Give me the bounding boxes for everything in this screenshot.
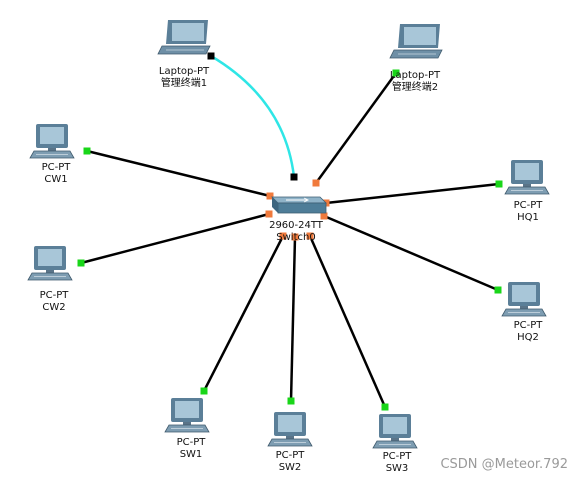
- device-name-label: CW2: [42, 302, 65, 313]
- pc-icon[interactable]: [504, 160, 550, 195]
- port-indicator-switch0-sw1: [279, 232, 287, 240]
- device-name-label: SW3: [386, 463, 409, 474]
- port-indicator-cw1: [83, 147, 91, 155]
- device-model-label: PC-PT: [276, 450, 306, 461]
- pc-icon[interactable]: [27, 246, 73, 281]
- link-laptop2-switch0[interactable]: [314, 72, 398, 184]
- links-layer: [80, 54, 500, 408]
- device-model-label: PC-PT: [514, 320, 544, 331]
- port-indicator-switch0-sw3: [306, 232, 314, 240]
- pc-icon[interactable]: [267, 412, 313, 447]
- device-model-label: Laptop-PT: [159, 66, 210, 77]
- device-name-label: SW1: [180, 449, 203, 460]
- port-indicator-switch0-laptop1: [290, 173, 298, 181]
- port-indicator-hq1: [495, 180, 503, 188]
- device-model-label: 2960-24TT: [269, 220, 324, 231]
- link-sw1-switch0[interactable]: [202, 235, 285, 392]
- link-sw2-switch0[interactable]: [289, 236, 297, 402]
- port-indicator-hq2: [494, 286, 502, 294]
- pc-icon[interactable]: [372, 414, 418, 449]
- device-model-label: PC-PT: [383, 451, 413, 462]
- port-indicator-laptop2: [392, 69, 400, 77]
- port-indicator-sw1: [200, 387, 208, 395]
- device-name-label: 管理终端2: [392, 80, 438, 93]
- watermark: CSDN @Meteor.792: [440, 457, 568, 472]
- link-hq2-switch0[interactable]: [323, 214, 499, 292]
- port-indicator-switch0-hq2: [320, 212, 328, 220]
- device-model-label: Laptop-PT: [390, 70, 441, 81]
- link-hq1-switch0[interactable]: [325, 182, 500, 205]
- device-model-label: PC-PT: [42, 162, 72, 173]
- device-name-label: SW2: [279, 462, 302, 473]
- port-indicator-switch0-cw2: [265, 210, 273, 218]
- pc-icon[interactable]: [164, 398, 210, 433]
- ports-layer: [77, 52, 503, 411]
- port-indicator-sw2: [287, 397, 295, 405]
- device-name-label: HQ2: [517, 332, 539, 343]
- devices-layer: Laptop-PT管理终端1Laptop-PT管理终端2PC-PTCW1PC-P…: [27, 20, 550, 474]
- pc-icon[interactable]: [29, 124, 75, 159]
- link-cw1-switch0[interactable]: [86, 149, 271, 198]
- port-indicator-sw3: [381, 403, 389, 411]
- device-name-label: CW1: [44, 174, 67, 185]
- port-indicator-switch0-cw1: [266, 192, 274, 200]
- port-indicator-switch0-sw2: [291, 233, 299, 241]
- port-indicator-laptop1: [207, 52, 215, 60]
- device-name-label: Switch0: [276, 232, 315, 243]
- device-name-label: 管理终端1: [161, 76, 207, 89]
- link-cw2-switch0[interactable]: [80, 212, 270, 265]
- port-indicator-cw2: [77, 259, 85, 267]
- laptop-icon[interactable]: [389, 24, 443, 59]
- pc-icon[interactable]: [501, 282, 547, 317]
- device-model-label: PC-PT: [40, 290, 70, 301]
- device-model-label: PC-PT: [514, 200, 544, 211]
- port-indicator-switch0-laptop2: [312, 179, 320, 187]
- device-model-label: PC-PT: [177, 437, 207, 448]
- link-sw3-switch0[interactable]: [308, 235, 387, 408]
- link-laptop1-switch0[interactable]: [210, 54, 296, 178]
- device-name-label: HQ1: [517, 212, 539, 223]
- laptop-icon[interactable]: [157, 20, 211, 55]
- switch-icon[interactable]: [271, 196, 327, 214]
